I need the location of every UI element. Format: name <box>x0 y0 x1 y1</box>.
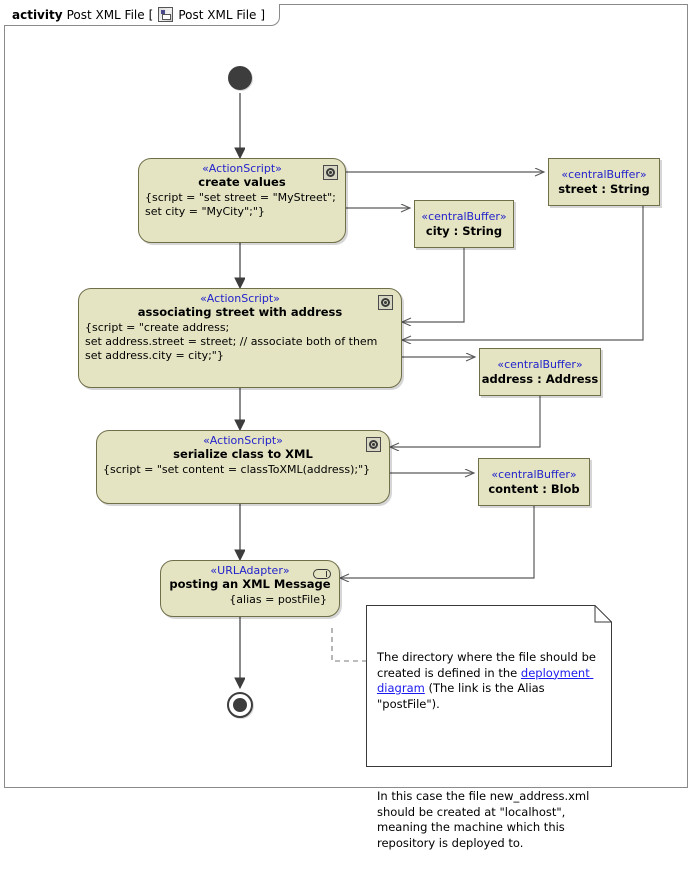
buffer-name: content : Blob <box>488 481 580 496</box>
diagram-canvas: activity Post XML File [ Post XML File ] <box>0 4 688 850</box>
gear-icon <box>366 437 381 452</box>
action-body: {script = "create address; set address.s… <box>85 321 378 362</box>
edge-street-to-associating <box>402 206 644 340</box>
stereotype-label: «ActionScript» <box>203 434 283 447</box>
activity-frame-header: activity Post XML File [ Post XML File ] <box>4 4 281 26</box>
note-text-after-link: (The link is the Alias "postFile"). <box>377 681 549 711</box>
action-associating-street-with-address[interactable]: «ActionScript» associating street with a… <box>78 288 402 388</box>
note-anchor-line <box>331 628 372 662</box>
stereotype-label: «ActionScript» <box>202 162 282 175</box>
buffer-name: street : String <box>558 181 650 196</box>
frame-keyword: activity <box>12 7 63 22</box>
activity-diagram-icon <box>158 7 174 22</box>
gear-icon <box>323 165 338 180</box>
gear-icon <box>378 295 393 310</box>
central-buffer-city[interactable]: «centralBuffer» city : String <box>414 200 514 248</box>
action-body: {script = "set content = classToXML(addr… <box>103 463 371 476</box>
deployment-diagram-link[interactable]: deployment diagram <box>377 665 594 696</box>
note-paragraph-1: The directory where the file should be c… <box>377 650 602 712</box>
stereotype-label: «centralBuffer» <box>497 357 583 371</box>
central-buffer-street[interactable]: «centralBuffer» street : String <box>548 158 660 206</box>
stereotype-label: «centralBuffer» <box>421 209 507 223</box>
central-buffer-content[interactable]: «centralBuffer» content : Blob <box>478 458 590 506</box>
frame-inner-title: Post XML File <box>178 7 257 22</box>
buffer-name: city : String <box>425 223 503 238</box>
action-name: associating street with address <box>137 305 343 319</box>
note-text-before-link: The directory where the file should be c… <box>377 650 600 680</box>
action-create-values[interactable]: «ActionScript» create values {script = "… <box>138 158 346 243</box>
action-body: {alias = postFile} <box>229 593 327 606</box>
frame-title: Post XML File <box>66 7 145 22</box>
frame-bracket-open: [ <box>148 7 154 22</box>
activity-final-node[interactable] <box>227 692 253 718</box>
edge-city-to-associating <box>402 248 465 322</box>
note-shape <box>366 605 612 767</box>
action-serialize-class-to-xml[interactable]: «ActionScript» serialize class to XML {s… <box>96 430 390 504</box>
action-name: posting an XML Message <box>169 577 331 591</box>
frame-bracket-close: ] <box>260 7 266 22</box>
action-posting-an-xml-message[interactable]: «URLAdapter» posting an XML Message {ali… <box>160 560 340 617</box>
action-body: {script = "set street = "MyStreet"; set … <box>145 191 336 218</box>
edge-content-to-posting <box>340 506 535 578</box>
stereotype-label: «centralBuffer» <box>561 167 647 181</box>
edge-layer <box>0 93 644 794</box>
stereotype-label: «ActionScript» <box>200 292 280 305</box>
action-name: create values <box>198 175 286 189</box>
central-buffer-address[interactable]: «centralBuffer» address : Address <box>479 348 601 396</box>
note-text: The directory where the file should be c… <box>366 605 612 890</box>
stereotype-label: «centralBuffer» <box>491 467 577 481</box>
initial-node[interactable] <box>228 66 252 90</box>
buffer-name: address : Address <box>481 371 599 386</box>
action-name: serialize class to XML <box>173 447 313 461</box>
stereotype-label: «URLAdapter» <box>210 564 290 577</box>
note-comment[interactable]: The directory where the file should be c… <box>366 605 612 850</box>
edge-address-to-serialize <box>390 396 541 447</box>
pill-icon <box>313 569 331 579</box>
note-spacer <box>377 743 602 758</box>
note-paragraph-2: In this case the file new_address.xml sh… <box>377 789 593 850</box>
